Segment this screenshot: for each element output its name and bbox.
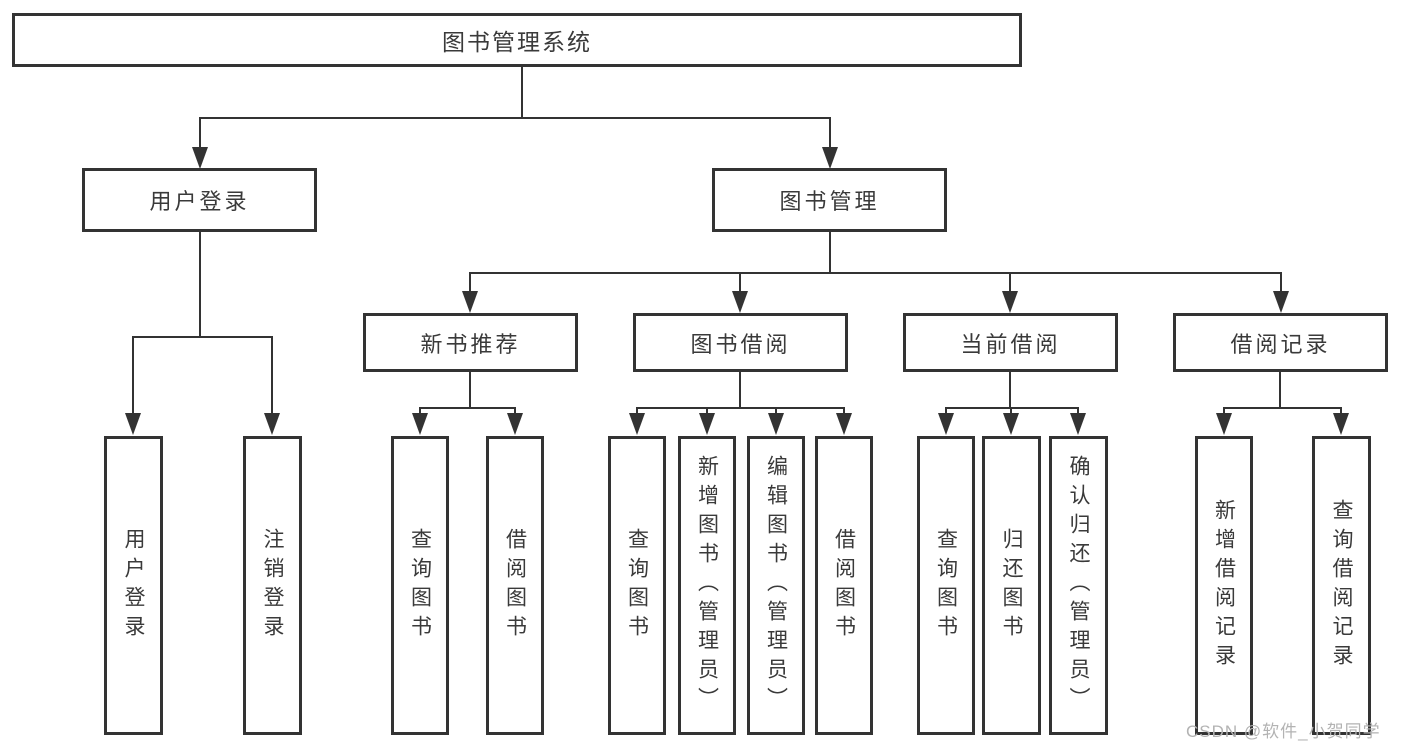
arrow-down-icon bbox=[1003, 413, 1019, 435]
connector-line bbox=[829, 232, 831, 272]
leaf-return-book: 归还图书 bbox=[982, 436, 1041, 735]
connector-line bbox=[199, 117, 201, 149]
leaf-add-borrow-record: 新增借阅记录 bbox=[1195, 436, 1253, 735]
connector-line bbox=[636, 407, 638, 415]
csdn-watermark: CSDN @软件_小贺同学 bbox=[1186, 722, 1381, 741]
node-new-book-recommend: 新书推荐 bbox=[363, 313, 578, 372]
arrow-down-icon bbox=[629, 413, 645, 435]
arrow-down-icon bbox=[1333, 413, 1349, 435]
arrow-down-icon bbox=[1070, 413, 1086, 435]
leaf-query-books-borrow: 查询图书 bbox=[608, 436, 666, 735]
connector-line bbox=[199, 232, 201, 336]
arrow-down-icon bbox=[192, 147, 208, 169]
connector-line bbox=[1009, 272, 1011, 293]
connector-line bbox=[843, 407, 845, 415]
leaf-borrow-books-borrow: 借阅图书 bbox=[815, 436, 873, 735]
connector-line bbox=[132, 336, 134, 415]
connector-line bbox=[1223, 407, 1225, 415]
arrow-down-icon bbox=[1002, 291, 1018, 313]
arrow-down-icon bbox=[462, 291, 478, 313]
connector-line bbox=[1009, 372, 1011, 407]
arrow-down-icon bbox=[1273, 291, 1289, 313]
arrow-down-icon bbox=[732, 291, 748, 313]
leaf-confirm-return-admin: 确认归还（管理员） bbox=[1049, 436, 1108, 735]
arrow-down-icon bbox=[938, 413, 954, 435]
node-borrow-records: 借阅记录 bbox=[1173, 313, 1388, 372]
connector-line bbox=[132, 336, 273, 338]
leaf-edit-book-admin: 编辑图书（管理员） bbox=[747, 436, 805, 735]
arrow-down-icon bbox=[1216, 413, 1232, 435]
leaf-query-borrow-record: 查询借阅记录 bbox=[1312, 436, 1371, 735]
leaf-add-book-admin: 新增图书（管理员） bbox=[678, 436, 736, 735]
node-book-borrow: 图书借阅 bbox=[633, 313, 848, 372]
connector-line bbox=[469, 272, 471, 293]
connector-line bbox=[775, 407, 777, 415]
leaf-query-books-recommend: 查询图书 bbox=[391, 436, 449, 735]
connector-line bbox=[271, 336, 273, 415]
connector-line bbox=[1340, 407, 1342, 415]
connector-line bbox=[1077, 407, 1079, 415]
connector-line bbox=[521, 67, 523, 117]
arrow-down-icon bbox=[507, 413, 523, 435]
connector-line bbox=[706, 407, 708, 415]
connector-line bbox=[829, 117, 831, 149]
leaf-query-books-current: 查询图书 bbox=[917, 436, 975, 735]
connector-line bbox=[419, 407, 516, 409]
arrow-down-icon bbox=[125, 413, 141, 435]
node-current-borrow: 当前借阅 bbox=[903, 313, 1118, 372]
arrow-down-icon bbox=[822, 147, 838, 169]
connector-line bbox=[945, 407, 947, 415]
node-library-management-system: 图书管理系统 bbox=[12, 13, 1022, 67]
connector-line bbox=[739, 272, 741, 293]
leaf-logout: 注销登录 bbox=[243, 436, 302, 735]
arrow-down-icon bbox=[699, 413, 715, 435]
connector-line bbox=[1010, 407, 1012, 415]
node-book-management: 图书管理 bbox=[712, 168, 947, 232]
connector-line bbox=[945, 407, 1079, 409]
arrow-down-icon bbox=[768, 413, 784, 435]
connector-line bbox=[1279, 372, 1281, 407]
arrow-down-icon bbox=[264, 413, 280, 435]
connector-line bbox=[514, 407, 516, 415]
leaf-borrow-books-recommend: 借阅图书 bbox=[486, 436, 544, 735]
connector-line bbox=[469, 272, 1282, 274]
connector-line bbox=[199, 117, 831, 119]
connector-line bbox=[1223, 407, 1342, 409]
connector-line bbox=[739, 372, 741, 407]
leaf-user-login: 用户登录 bbox=[104, 436, 163, 735]
arrow-down-icon bbox=[836, 413, 852, 435]
node-user-login: 用户登录 bbox=[82, 168, 317, 232]
connector-line bbox=[469, 372, 471, 407]
connector-line bbox=[636, 407, 845, 409]
arrow-down-icon bbox=[412, 413, 428, 435]
connector-line bbox=[1280, 272, 1282, 293]
connector-line bbox=[419, 407, 421, 415]
